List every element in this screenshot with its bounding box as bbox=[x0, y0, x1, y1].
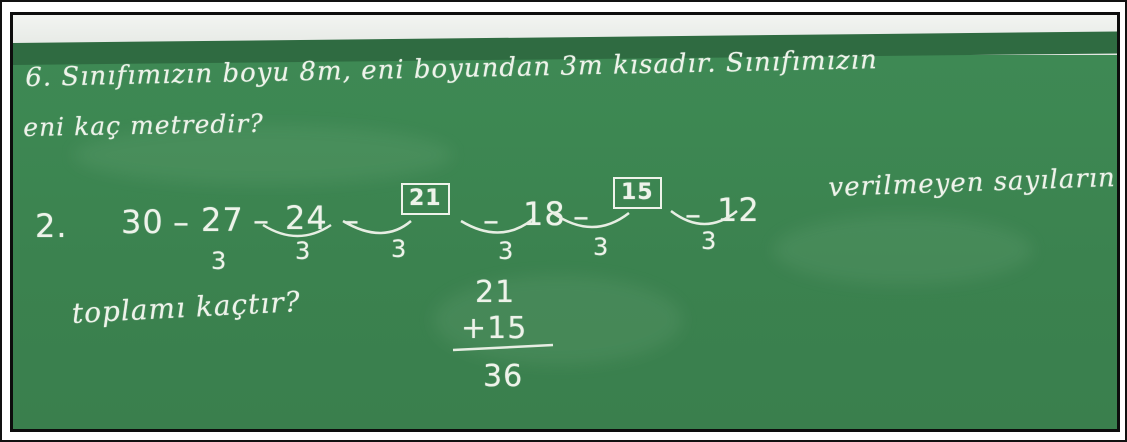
addition-sum: 36 bbox=[483, 359, 524, 394]
addition-operand-b: +15 bbox=[461, 311, 528, 346]
seq-dash: – bbox=[173, 203, 190, 241]
difference-arcs bbox=[262, 210, 738, 352]
seq-value-5: 18 bbox=[523, 195, 566, 233]
diff-label: 3 bbox=[211, 247, 228, 275]
chalkboard: 6. Sınıfımızın boyu 8m, eni boyundan 3m … bbox=[10, 12, 1120, 432]
diff-label: 3 bbox=[295, 237, 312, 265]
arc bbox=[670, 210, 738, 226]
problem2-number: 2. bbox=[35, 207, 68, 245]
diff-label: 3 bbox=[593, 233, 610, 261]
arc bbox=[552, 211, 630, 229]
sum-line bbox=[452, 343, 554, 352]
chalk-smudge bbox=[773, 215, 1033, 285]
seq-boxed-15: 15 bbox=[613, 177, 662, 209]
arc bbox=[342, 219, 412, 235]
seq-value-2: 27 bbox=[201, 201, 244, 239]
diff-label: 3 bbox=[701, 227, 718, 255]
arc bbox=[460, 218, 534, 234]
chalk-smudge bbox=[73, 125, 453, 185]
diff-label: 3 bbox=[498, 237, 515, 265]
seq-dash: – bbox=[483, 201, 500, 239]
arc bbox=[262, 223, 332, 238]
answer-box: 21 bbox=[401, 183, 450, 215]
diff-label: 3 bbox=[391, 235, 408, 263]
seq-value-1: 30 bbox=[121, 203, 164, 241]
answer-box: 15 bbox=[613, 177, 662, 209]
seq-boxed-21: 21 bbox=[401, 183, 450, 215]
addition-operand-a: 21 bbox=[475, 275, 516, 310]
seq-value-7: 12 bbox=[717, 191, 760, 229]
seq-dash: – bbox=[253, 201, 270, 239]
seq-dash: – bbox=[343, 201, 360, 239]
